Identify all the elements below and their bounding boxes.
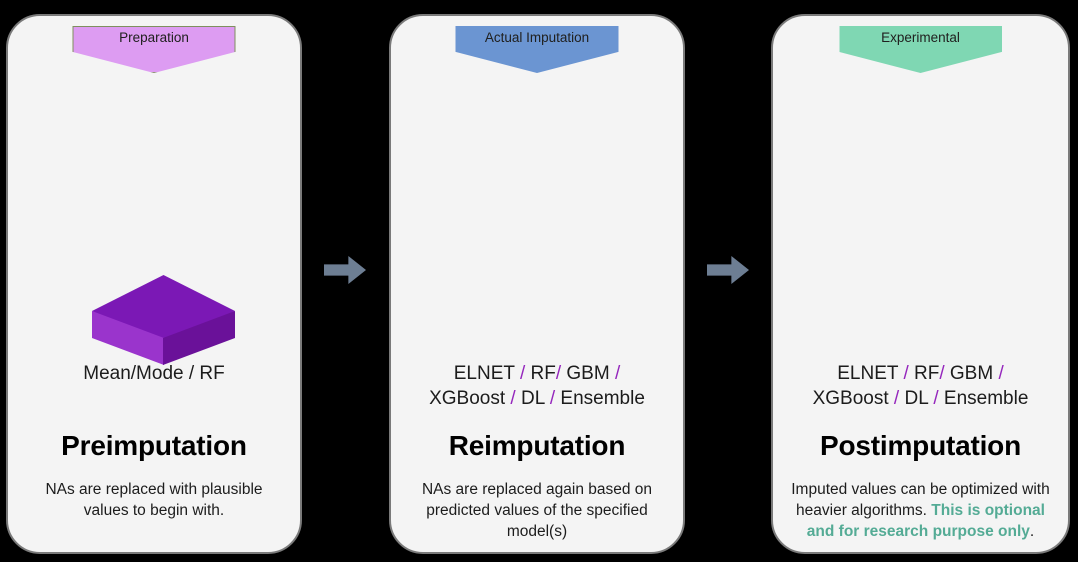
model-separator: / [998,363,1004,384]
model-name: ELNET [837,363,904,384]
model-name: DL [515,388,550,409]
stage-heading: Postimputation [820,430,1021,461]
model-separator: / [939,363,945,384]
stage-banner-label: Experimental [881,30,960,45]
stage-description: Imputed values can be optimized with hea… [789,479,1052,542]
model-name: RF [525,363,556,384]
model-name: XGBoost [429,388,511,409]
model-name: RF [908,363,940,384]
model-name: Ensemble [555,388,645,409]
model-name: GBM [944,363,999,384]
model-separator: / [519,363,526,384]
stage-banner-label: Preparation [119,30,189,45]
stage-models-list: ELNET / RF/ GBM / XGBoost / DL / Ensembl… [391,361,683,411]
stage-heading: Reimputation [448,430,626,461]
stage-panel-postimputation: Experimental ELNET / RF/ GBM / XGBoost /… [771,14,1070,554]
model-separator: / [555,363,562,384]
model-name: XGBoost [812,388,894,409]
model-separator: / [903,363,909,384]
stage-heading: Preimputation [61,430,247,461]
model-name: ELNET [453,363,520,384]
model-separator: / [893,388,900,409]
stage-banner-actual-imputation: Actual Imputation [455,26,619,73]
model-separator: / [510,388,516,409]
stage-panel-preimputation: Preparation Mean/Mode / RF Preimputation… [6,14,302,554]
model-separator: / [614,363,621,384]
stage-models-list: Mean/Mode / RF [8,361,300,386]
arrow-right-icon [324,256,366,284]
model-name: Mean/Mode / RF [83,363,225,384]
stage-banner-label: Actual Imputation [484,30,590,45]
stage-description: NAs are replaced again based on predicte… [407,479,667,542]
model-separator: / [549,388,556,409]
description-text: Imputed values can be optimized with hea… [791,481,1050,519]
model-name: Ensemble [938,388,1029,409]
description-text: NAs are replaced again based on predicte… [421,481,653,540]
arrow-right-icon [707,256,749,284]
model-name: DL [899,388,934,409]
stage-models-list: ELNET / RF/ GBM / XGBoost / DL / Ensembl… [773,361,1068,411]
stage-panel-reimputation: Actual Imputation ELNET / RF/ GBM / XGBo… [389,14,685,554]
model-separator: / [933,388,939,409]
stage-banner-experimental: Experimental [839,26,1002,73]
stage-banner-preparation: Preparation [72,26,236,73]
model-name: GBM [561,363,615,384]
stage-description: NAs are replaced with plausible values t… [24,479,284,521]
description-accent-text: This is optional and for research purpos… [806,502,1045,540]
description-text: NAs are replaced with plausible values t… [45,481,263,519]
description-text: . [1029,523,1035,540]
purple-slab-icon [92,275,235,365]
